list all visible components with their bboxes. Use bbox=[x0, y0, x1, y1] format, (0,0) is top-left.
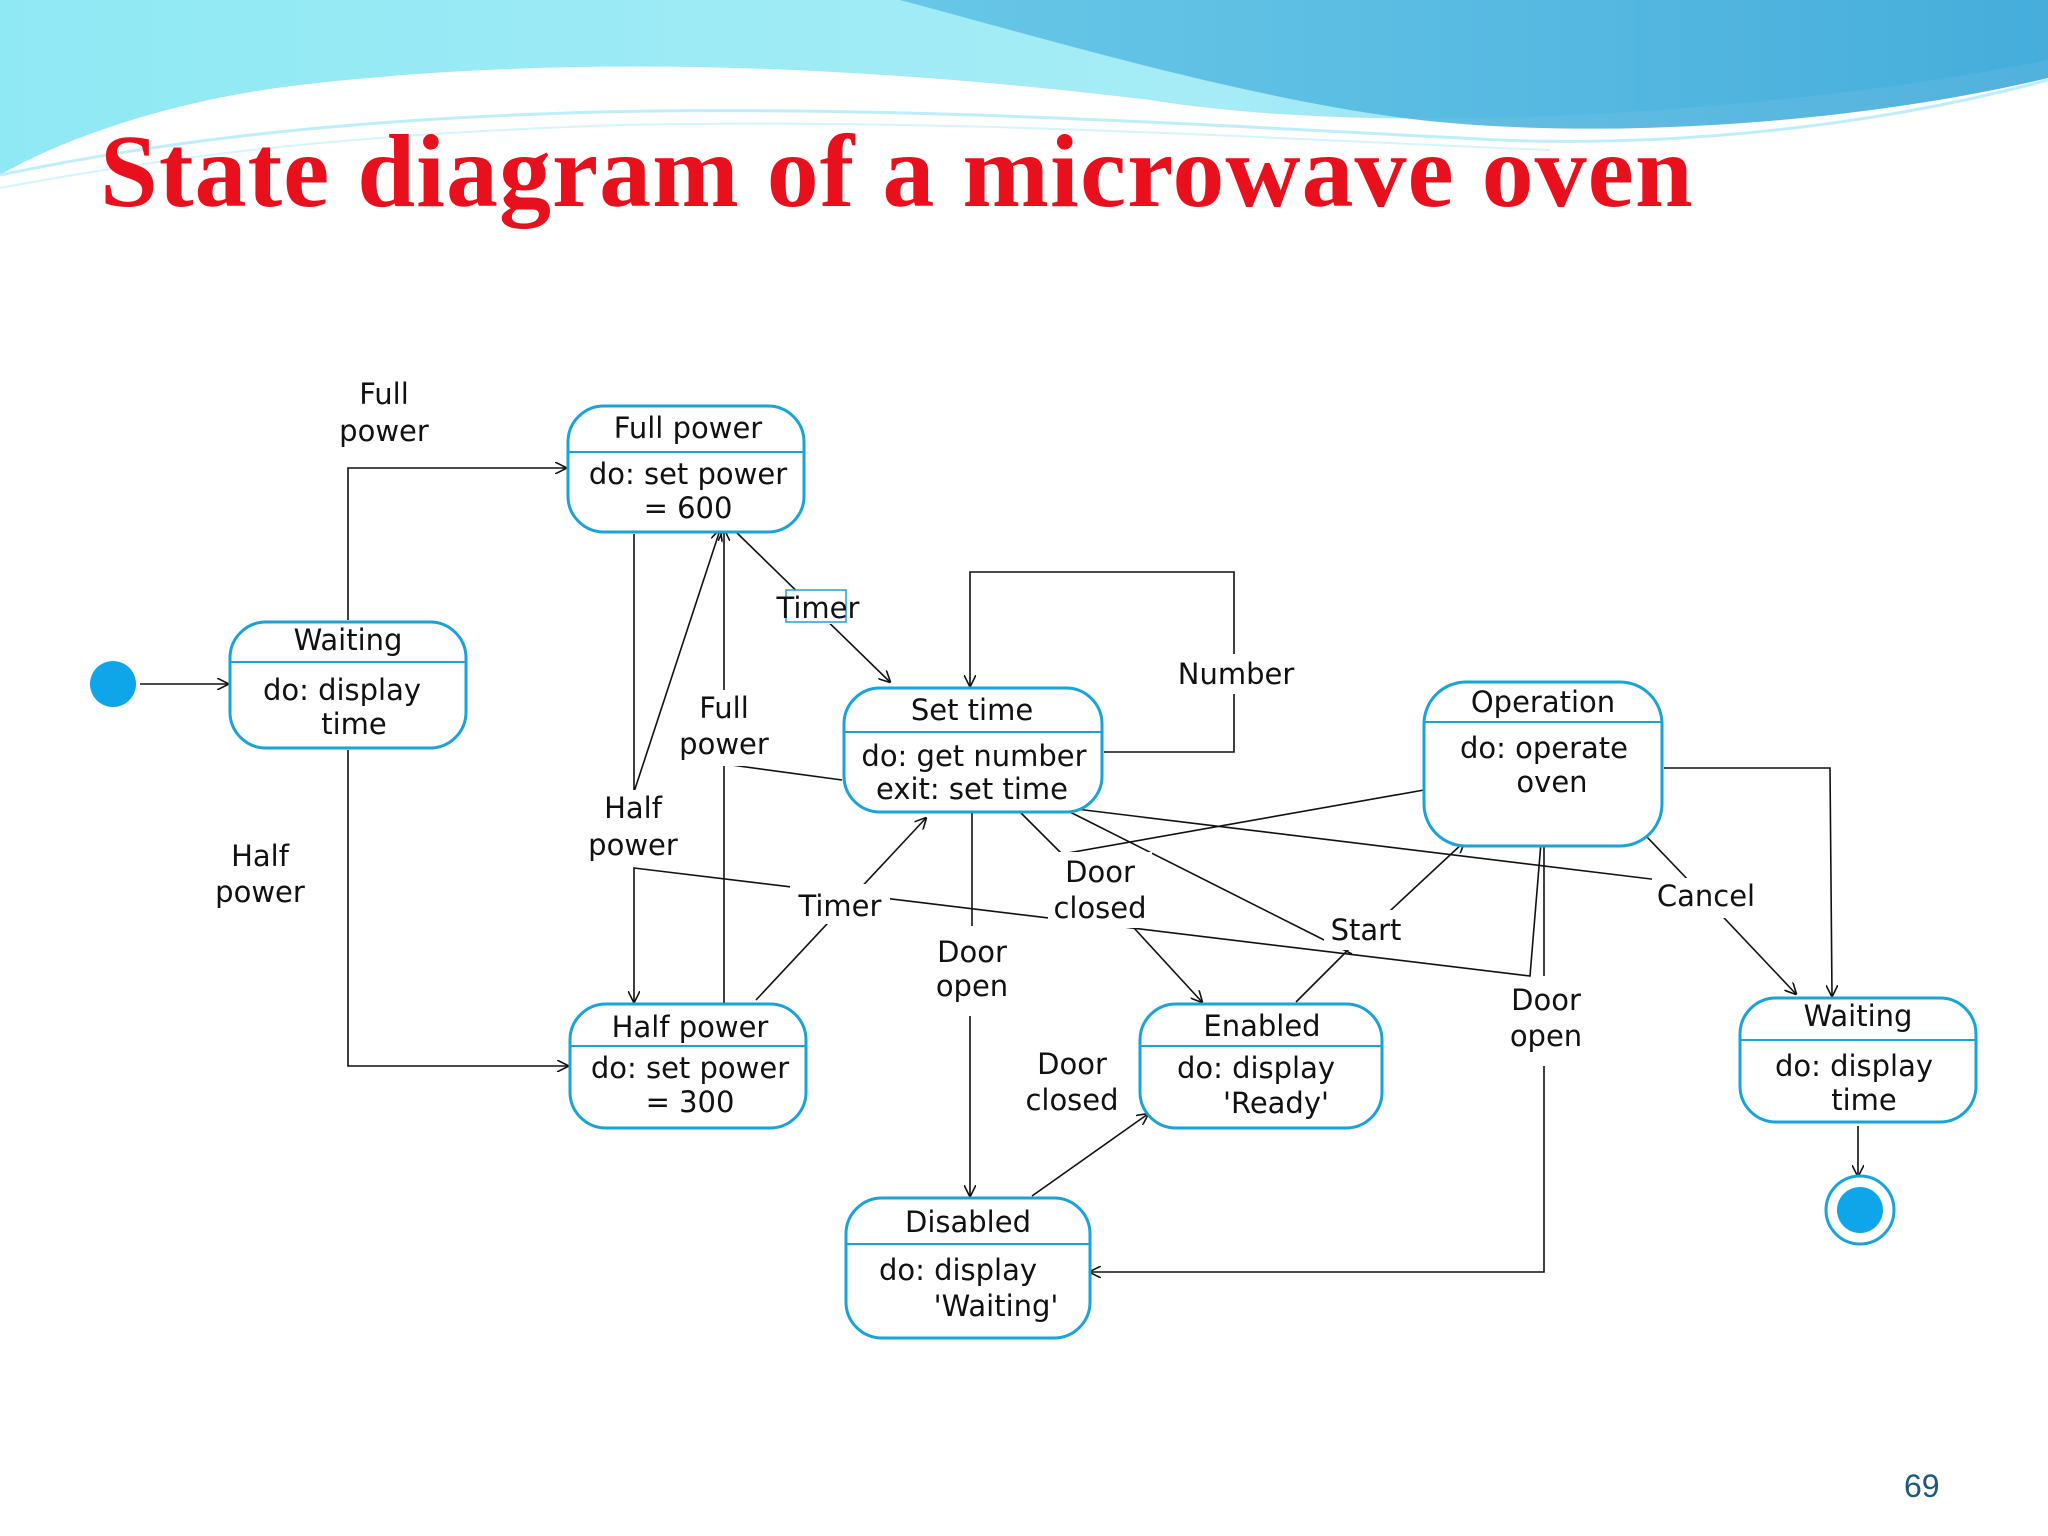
state-activity-line-2: = 600 bbox=[644, 491, 733, 525]
state-name: Disabled bbox=[905, 1205, 1031, 1239]
page-number: 69 bbox=[1904, 1468, 1940, 1504]
state-name: Operation bbox=[1471, 685, 1615, 719]
header-wave-decoration bbox=[0, 0, 2048, 189]
state-activity-line-2: oven bbox=[1516, 765, 1587, 799]
state-activity-line-1: do: set power bbox=[591, 1051, 789, 1085]
final-state-icon bbox=[1824, 1174, 1896, 1246]
state-activity-line-1: do: display bbox=[879, 1253, 1037, 1287]
transition-cancel-set-time bbox=[1067, 807, 1693, 885]
label-number: Number bbox=[1178, 657, 1295, 691]
label-door-open-mid-1: Door bbox=[937, 935, 1007, 969]
label-half-power-left-1: Half bbox=[231, 839, 290, 873]
label-full-power-left-1: Full bbox=[359, 377, 409, 411]
state-enabled[interactable]: Enabled do: display 'Ready' bbox=[1138, 1002, 1384, 1130]
label-full-power-left-2: power bbox=[339, 414, 429, 448]
label-door-closed-low-2: closed bbox=[1025, 1083, 1118, 1117]
label-door-open-mid-2: open bbox=[936, 969, 1008, 1003]
state-activity-line-1: do: display bbox=[1775, 1049, 1933, 1083]
state-name: Waiting bbox=[294, 623, 403, 657]
state-activity-line-2: 'Ready' bbox=[1223, 1086, 1329, 1120]
state-activity-line-2: exit: set time bbox=[876, 772, 1068, 806]
state-activity-line-1: do: set power bbox=[589, 457, 787, 491]
state-half-power[interactable]: Half power do: set power = 300 bbox=[568, 1002, 808, 1130]
state-disabled[interactable]: Disabled do: display 'Waiting' bbox=[844, 1196, 1092, 1340]
slide-title: State diagram of a microwave oven bbox=[100, 114, 1694, 229]
state-name: Set time bbox=[911, 693, 1033, 727]
state-activity-line-2: = 300 bbox=[646, 1085, 735, 1119]
transitions bbox=[140, 468, 1858, 1272]
transition-set-time-to-operation-area bbox=[1065, 809, 1353, 955]
state-activity-line-2: time bbox=[1831, 1083, 1897, 1117]
state-set-time[interactable]: Set time do: get number exit: set time bbox=[842, 686, 1104, 814]
initial-state-icon bbox=[90, 661, 136, 707]
label-full-power-mid-1: Full bbox=[699, 691, 749, 725]
state-name: Waiting bbox=[1804, 999, 1913, 1033]
label-door-closed-mid-2: closed bbox=[1053, 891, 1146, 925]
transition-labels: Full power Half power Full power Half po… bbox=[206, 376, 1762, 1120]
label-timer-bottom: Timer bbox=[798, 889, 882, 923]
label-start: Start bbox=[1331, 913, 1402, 947]
state-activity-line-2: time bbox=[321, 707, 387, 741]
label-door-open-right-2: open bbox=[1510, 1019, 1582, 1053]
state-activity-line-1: do: display bbox=[263, 673, 421, 707]
state-name: Enabled bbox=[1203, 1009, 1320, 1043]
state-name: Full power bbox=[614, 411, 763, 445]
state-full-power[interactable]: Full power do: set power = 600 bbox=[566, 404, 806, 534]
state-activity-line-1: do: get number bbox=[861, 739, 1086, 773]
label-half-power-mid-2: power bbox=[588, 828, 678, 862]
label-half-power-mid-1: Half bbox=[604, 791, 663, 825]
state-activity-line-1: do: display bbox=[1177, 1051, 1335, 1085]
state-activity-line-2: 'Waiting' bbox=[934, 1289, 1059, 1323]
transition-to-half-power-cross bbox=[634, 805, 1545, 1002]
transition-half-power-left bbox=[347, 750, 568, 1066]
transition-number-self-loop bbox=[970, 571, 1235, 753]
label-cancel: Cancel bbox=[1657, 879, 1755, 913]
label-door-closed-low-1: Door bbox=[1037, 1047, 1107, 1081]
state-waiting-end[interactable]: Waiting do: display time bbox=[1738, 996, 1978, 1124]
state-operation[interactable]: Operation do: operate oven bbox=[1422, 680, 1664, 848]
label-half-power-left-2: power bbox=[215, 875, 305, 909]
transition-full-power-left bbox=[347, 468, 566, 620]
state-name: Half power bbox=[612, 1010, 769, 1044]
transition-door-closed-low bbox=[1031, 1114, 1148, 1197]
label-door-open-right-1: Door bbox=[1511, 983, 1581, 1017]
label-timer-top: Timer bbox=[776, 591, 860, 625]
label-door-closed-mid-1: Door bbox=[1065, 855, 1135, 889]
transition-door-open-right bbox=[1090, 1066, 1545, 1272]
state-waiting-start[interactable]: Waiting do: display time bbox=[228, 620, 468, 750]
state-activity-line-1: do: operate bbox=[1460, 731, 1628, 765]
label-full-power-mid-2: power bbox=[679, 727, 769, 761]
transition-door-closed-to-enabled bbox=[1133, 927, 1202, 1002]
transition-operation-to-waiting bbox=[1664, 767, 1832, 996]
